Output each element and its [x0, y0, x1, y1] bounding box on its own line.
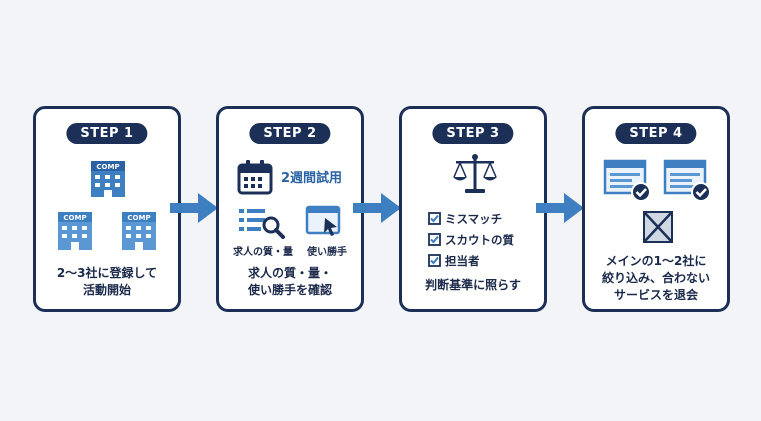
step-1-caption: 2～3社に登録して 活動開始 [56, 266, 158, 297]
window-check-icon [663, 159, 711, 202]
building-icon: COMP [58, 212, 92, 250]
step-3-card: STEP 3 ミスマッチ スカウトの質 担当者 判断基準に照らす [399, 106, 547, 312]
step-4-caption: メインの1～2社に 絞り込み、合わない サービスを退会 [601, 254, 710, 302]
browser-cursor-icon [305, 205, 341, 236]
building-text: COMP [96, 163, 119, 171]
step-4-card: STEP 4 メインの1～2社に 絞り込み、合わない サービスを退会 [582, 106, 730, 312]
step-1-label: STEP 1 [66, 123, 148, 144]
magnifier-icon [262, 216, 285, 239]
checklist-item: スカウトの質 [428, 232, 514, 248]
crossed-box-icon [643, 211, 673, 243]
quality-quantity-label: 求人の質・量 [233, 247, 293, 258]
checkbox-icon [428, 254, 441, 267]
step-2-label: STEP 2 [249, 123, 331, 144]
step-3-caption: 判断基準に照らす [425, 278, 521, 292]
step-2-card: STEP 2 2週間試用 求人の質・量 使い勝手 求人の質・量・ 使い勝手を確認 [216, 106, 364, 312]
arrow-right-icon [170, 193, 218, 223]
building-icon: COMP [91, 161, 125, 197]
step-2-caption: 求人の質・量・ 使い勝手を確認 [247, 266, 332, 297]
checklist-item: ミスマッチ [428, 211, 502, 227]
calendar-icon [237, 160, 273, 195]
list-icon [239, 209, 265, 231]
checkbox-icon [428, 212, 441, 225]
arrow-right-icon [353, 193, 401, 223]
building-text: COMP [63, 214, 86, 222]
step-1-card: STEP 1 COMP COMP COMP 2～3社に登録して 活動 [33, 106, 181, 312]
step-3-label: STEP 3 [432, 123, 514, 144]
step-4-label: STEP 4 [615, 123, 697, 144]
building-text: COMP [127, 214, 150, 222]
scale-icon [453, 154, 497, 193]
trial-period-label: 2週間試用 [281, 171, 343, 186]
checkbox-icon [428, 233, 441, 246]
building-icon: COMP [122, 212, 156, 250]
checklist-item: 担当者 [428, 253, 480, 269]
window-check-icon [603, 159, 651, 202]
usability-label: 使い勝手 [307, 247, 347, 258]
arrow-right-icon [536, 193, 584, 223]
